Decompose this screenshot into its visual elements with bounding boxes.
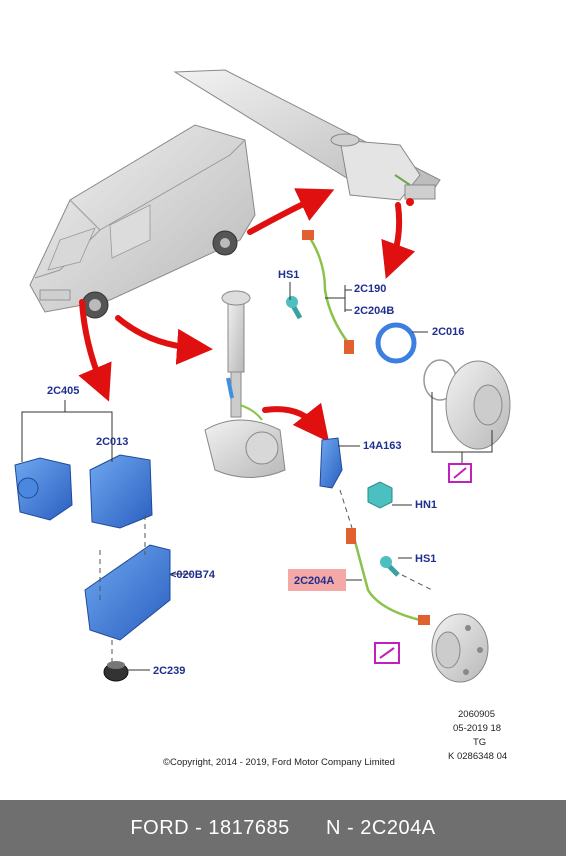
magenta-icon-top [448, 463, 472, 483]
meta-line1: 2060905 [458, 709, 495, 720]
label-2c204a[interactable]: 2C204A [294, 575, 334, 587]
rubber-mount [103, 661, 129, 682]
meta-line4: K 0286348 04 [448, 751, 507, 762]
callout-bracket-disc [431, 392, 493, 465]
label-hs1-bottom: HS1 [415, 553, 436, 565]
part-number-caption: FORD - 1817685 N - 2C204A [130, 816, 436, 839]
meta-line3: TG [473, 737, 486, 748]
label-2c190: 2C190 [354, 283, 386, 295]
label-hn1: HN1 [415, 499, 437, 511]
upper-sensor-cable [286, 230, 354, 354]
brake-disc [423, 359, 511, 450]
label-2c204b: 2C204B [354, 305, 394, 317]
pointer-arrows [78, 188, 416, 443]
abs-bracket [84, 515, 171, 662]
callout-bracket-2c405 [21, 400, 113, 462]
label-2c016: 2C016 [432, 326, 464, 338]
label-2c239: 2C239 [153, 665, 185, 677]
axle-beam-illustration [173, 69, 441, 206]
wheel-hub [431, 613, 489, 683]
abs-modules [14, 454, 153, 529]
tone-ring [375, 322, 417, 364]
meta-line2: 05-2019 18 [453, 723, 501, 734]
footer-bar: FORD - 1817685 N - 2C204A [0, 800, 566, 856]
label-2c013: 2C013 [96, 436, 128, 448]
lower-sensor-assembly [319, 437, 433, 625]
strut-knuckle-illustration [204, 290, 286, 478]
leader-lines [126, 282, 428, 671]
exploded-parts-diagram: HS1 2C190 2C204B 2C016 2C405 2C013 14A16… [14, 69, 511, 768]
copyright-text: ©Copyright, 2014 - 2019, Ford Motor Comp… [163, 757, 395, 768]
van-illustration [29, 124, 256, 319]
label-2c405: 2C405 [47, 385, 79, 397]
highlight-box [288, 569, 346, 591]
label-020b74: <020B74 [170, 569, 216, 581]
label-14a163: 14A163 [363, 440, 402, 452]
label-hs1-top: HS1 [278, 269, 299, 281]
magenta-icon-bottom [374, 642, 400, 664]
